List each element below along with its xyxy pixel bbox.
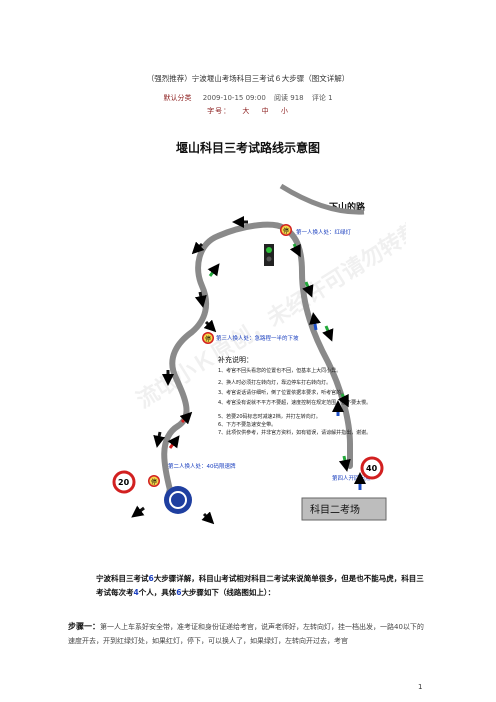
lead-text: 大步骤详解，科目山考试相对科目二考试来说简单很多，但是也不能马虎，科目三考试每次… xyxy=(96,574,424,597)
arrow-black xyxy=(201,511,215,525)
category-link[interactable]: 默认分类 xyxy=(163,94,192,102)
label-person3: 第三人换人处：急路程一半的下坡 xyxy=(216,334,299,342)
arrow-green xyxy=(207,263,220,277)
arrow-black xyxy=(131,505,145,518)
arrow-red xyxy=(167,435,180,449)
font-size-mid[interactable]: 中 xyxy=(261,107,270,115)
lead-paragraph: 宁波科目三考试6大步骤详解，科目山考试相对科目二考试来说简单很多，但是也不能马虎… xyxy=(96,572,426,600)
font-size-small[interactable]: 小 xyxy=(280,107,289,115)
stop-sign-1: 停 xyxy=(280,224,292,236)
speed-limit-40-text: 40 xyxy=(366,464,378,473)
stop-sign-2-text: 停 xyxy=(151,478,157,486)
label-person1: 第一人换人处：红绿灯 xyxy=(296,228,352,236)
speed-limit-40: 40 xyxy=(360,456,384,480)
arrow-green xyxy=(338,455,351,472)
direction-arrows xyxy=(131,216,366,525)
doc-meta: 默认分类 2009-10-15 09:00 阅读 918 评论 1 xyxy=(0,93,496,103)
speed-limit-20: 20 xyxy=(112,470,136,494)
lead-text: 个人，具体 xyxy=(138,588,177,597)
speed-limit-20-text: 20 xyxy=(118,478,130,487)
page-number: 1 xyxy=(418,683,423,691)
route-map-svg: 流氓小Ｋ原创，未经许可请勿转载 堰山科目三考试路线示意图 下山的路 停 停 停 … xyxy=(112,140,426,525)
note-item: 6、下方不要急速安全带。 xyxy=(218,421,276,428)
notes-list: 1、考官不回头看您的位置也不回，但基本上大同小异。 2、换人时必须打左转向灯，靠… xyxy=(218,367,371,436)
comment-count[interactable]: 评论 1 xyxy=(311,94,333,102)
read-count: 阅读 918 xyxy=(274,94,304,102)
label-person2: 第二人换人处：40码限速牌 xyxy=(168,462,236,470)
traffic-light-green xyxy=(266,247,272,253)
post-datetime: 2009-10-15 09:00 xyxy=(202,94,266,102)
doc-title: （强烈推荐）宁波堰山考场科目三考试６大步骤（图文详解） xyxy=(146,74,350,83)
lead-text: 宁波科目三考试 xyxy=(96,574,149,583)
stop-sign-3-text: 停 xyxy=(205,335,211,343)
route-map: 流氓小Ｋ原创，未经许可请勿转载 堰山科目三考试路线示意图 下山的路 停 停 停 … xyxy=(106,126,426,546)
arrow-black xyxy=(191,241,205,255)
traffic-light-off xyxy=(266,256,272,262)
step1-label: 步骤一： xyxy=(68,622,100,631)
arrow-green xyxy=(322,325,334,342)
font-size-control: 字号： 大 中 小 xyxy=(0,106,496,116)
step1-text: 第一人上车系好安全带，准考证和身份证递给考官，说声老师好，左转向灯，挂一档出发，… xyxy=(68,623,424,645)
arrow-green xyxy=(337,393,349,408)
route-road xyxy=(161,221,353,493)
arrow-green xyxy=(289,243,301,258)
note-item: 7、此项仅供参考，并非官方资料，如有错误，请谅解并指出，谢谢。 xyxy=(218,429,371,436)
traffic-light xyxy=(264,244,274,266)
exam-site-label: 科目二考场 xyxy=(310,503,360,516)
label-start: 第四人开回起点 xyxy=(332,474,371,482)
lead-number: 4 xyxy=(133,588,139,597)
note-item: 4、考官没有说就不平方不要超，速度控制在规定范围，也不要太慢。 xyxy=(218,399,371,406)
arrow-green xyxy=(302,281,314,298)
arrow-black xyxy=(194,291,207,308)
arrow-blue xyxy=(309,312,321,331)
note-item: 2、换人时必须打左转向灯，靠边停车打右转向灯。 xyxy=(218,379,331,386)
note-item: 1、考官不回头看您的位置也不回，但基本上大同小异。 xyxy=(218,367,341,374)
arrow-red xyxy=(179,411,193,425)
stop-sign-3: 停 xyxy=(202,332,214,344)
downhill-road xyxy=(279,183,365,215)
lead-number: 6 xyxy=(176,588,182,597)
font-size-label: 字号： xyxy=(207,107,232,115)
notes-title: 补充说明： xyxy=(218,355,253,364)
note-item: 3、考官说话请仔细听，倒了位置依据本要求，听考官的。 xyxy=(218,389,346,396)
stop-sign-2: 停 xyxy=(148,475,160,487)
roundabout-icon xyxy=(164,486,192,514)
exam-site-box xyxy=(301,497,387,521)
note-item: 5、若要20码标志时减速2档，并打左转向灯。 xyxy=(218,413,321,420)
lead-number: 6 xyxy=(148,574,154,583)
arrow-black xyxy=(153,431,166,448)
font-size-big[interactable]: 大 xyxy=(242,107,251,115)
stop-sign-1-text: 停 xyxy=(283,227,289,235)
map-title: 堰山科目三考试路线示意图 xyxy=(176,140,320,155)
arrow-black xyxy=(203,319,217,333)
lead-text: 大步骤如下（线路图如上）： xyxy=(181,588,276,597)
step1-paragraph: 步骤一：第一人上车系好安全带，准考证和身份证递给考官，说声老师好，左转向灯，挂一… xyxy=(68,620,428,648)
